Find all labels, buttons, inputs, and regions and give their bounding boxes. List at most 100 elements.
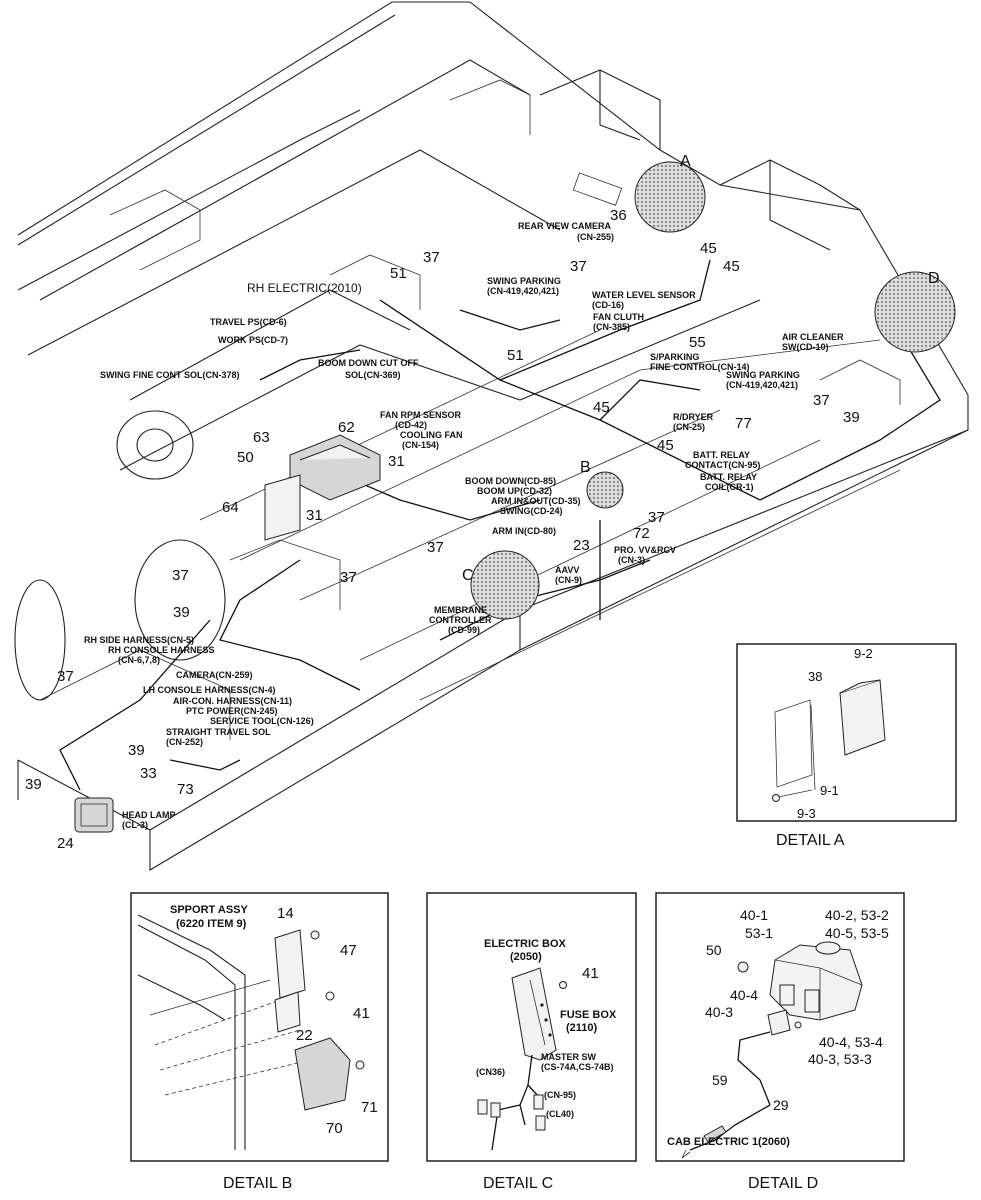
svg-text:AAVV: AAVV [555,565,579,575]
svg-text:FINE CONTROL(CN-14): FINE CONTROL(CN-14) [650,362,750,372]
svg-text:40-2, 53-2: 40-2, 53-2 [825,907,889,923]
svg-text:WATER LEVEL SENSOR: WATER LEVEL SENSOR [592,290,696,300]
callout-d: D [874,270,956,353]
svg-text:B: B [580,459,591,476]
svg-text:SPPORT ASSY: SPPORT ASSY [170,904,248,916]
svg-text:72: 72 [633,525,650,542]
svg-text:55: 55 [689,334,706,351]
svg-text:STRAIGHT TRAVEL SOL: STRAIGHT TRAVEL SOL [166,727,271,737]
svg-text:(6220 ITEM 9): (6220 ITEM 9) [176,918,247,930]
svg-text:(CN36): (CN36) [476,1067,505,1077]
svg-text:BOOM DOWN(CD-85): BOOM DOWN(CD-85) [465,476,556,486]
svg-text:ARM IN&OUT(CD-35): ARM IN&OUT(CD-35) [491,496,581,506]
svg-text:D: D [928,270,940,287]
svg-text:SWING PARKING: SWING PARKING [487,276,561,286]
svg-text:AIR-CON. HARNESS(CN-11): AIR-CON. HARNESS(CN-11) [173,696,292,706]
svg-text:(CL40): (CL40) [546,1109,574,1119]
svg-text:41: 41 [353,1005,370,1022]
svg-text:COOLING FAN: COOLING FAN [400,430,463,440]
svg-text:BOOM UP(CD-32): BOOM UP(CD-32) [477,486,552,496]
svg-text:BATT. RELAY: BATT. RELAY [700,472,757,482]
svg-text:39: 39 [173,604,190,621]
svg-text:DETAIL D: DETAIL D [748,1175,818,1192]
svg-text:39: 39 [25,776,42,793]
svg-text:ARM IN(CD-80): ARM IN(CD-80) [492,526,556,536]
svg-text:39: 39 [128,742,145,759]
svg-text:(CN-95): (CN-95) [544,1090,576,1100]
svg-text:37: 37 [340,569,357,586]
upper-frame [14,1,969,871]
svg-text:37: 37 [570,258,587,275]
svg-text:PTC POWER(CN-245): PTC POWER(CN-245) [186,706,278,716]
svg-text:SWING(CD-24): SWING(CD-24) [500,506,563,516]
svg-text:45: 45 [700,240,717,257]
svg-text:MEMBRANE: MEMBRANE [434,605,487,615]
svg-text:53-1: 53-1 [745,925,773,941]
callout-c: C [462,550,540,620]
svg-text:(CD-99): (CD-99) [448,625,480,635]
svg-text:SWING PARKING: SWING PARKING [726,370,800,380]
svg-text:41: 41 [582,965,599,982]
svg-text:40-4, 53-4: 40-4, 53-4 [819,1034,883,1050]
svg-text:37: 37 [423,249,440,266]
svg-text:45: 45 [657,437,674,454]
svg-text:14: 14 [277,905,294,922]
svg-text:(CN-255): (CN-255) [577,232,614,242]
svg-text:CONTACT(CN-95): CONTACT(CN-95) [685,460,760,470]
svg-text:37: 37 [427,539,444,556]
svg-text:WORK PS(CD-7): WORK PS(CD-7) [218,335,288,345]
svg-text:22: 22 [296,1027,313,1044]
wiring-harness [59,259,941,791]
svg-text:50: 50 [237,449,254,466]
svg-text:37: 37 [172,567,189,584]
svg-text:33: 33 [140,765,157,782]
svg-text:(CN-252): (CN-252) [166,737,203,747]
svg-text:(2050): (2050) [510,951,542,963]
svg-text:DETAIL A: DETAIL A [776,832,845,849]
svg-text:45: 45 [723,258,740,275]
svg-text:DETAIL C: DETAIL C [483,1175,553,1192]
svg-text:70: 70 [326,1120,343,1137]
svg-text:40-5, 53-5: 40-5, 53-5 [825,925,889,941]
svg-text:TRAVEL PS(CD-6): TRAVEL PS(CD-6) [210,317,287,327]
svg-text:BATT. RELAY: BATT. RELAY [693,450,750,460]
svg-text:40-3, 53-3: 40-3, 53-3 [808,1051,872,1067]
svg-text:62: 62 [338,419,355,436]
svg-text:39: 39 [843,409,860,426]
svg-text:45: 45 [593,399,610,416]
svg-text:SW(CD-10): SW(CD-10) [782,342,829,352]
svg-text:AIR CLEANER: AIR CLEANER [782,332,844,342]
svg-text:BOOM DOWN CUT OFF: BOOM DOWN CUT OFF [318,358,419,368]
svg-text:9-2: 9-2 [854,646,873,661]
svg-text:(CL-3): (CL-3) [122,820,148,830]
svg-text:RH SIDE HARNESS(CN-5): RH SIDE HARNESS(CN-5) [84,635,194,645]
svg-text:77: 77 [735,415,752,432]
svg-text:63: 63 [253,429,270,446]
main-part-numbers: 36 37 37 45 45 51 51 55 77 37 39 45 45 6… [25,207,860,852]
callout-b: B [580,459,624,509]
svg-text:51: 51 [507,347,524,364]
svg-text:40-1: 40-1 [740,907,768,923]
svg-text:R/DRYER: R/DRYER [673,412,714,422]
svg-text:MASTER SW: MASTER SW [541,1052,597,1062]
callout-a: A [634,153,706,233]
svg-text:CAB ELECTRIC 1(2060): CAB ELECTRIC 1(2060) [667,1136,790,1148]
svg-text:(CN-3): (CN-3) [618,555,645,565]
svg-text:(CN-419,420,421): (CN-419,420,421) [487,286,559,296]
svg-text:(CN-9): (CN-9) [555,575,582,585]
ecm-module [264,434,381,541]
svg-text:(CN-385): (CN-385) [593,322,630,332]
svg-text:(CN-25): (CN-25) [673,422,705,432]
svg-text:31: 31 [388,453,405,470]
svg-text:S/PARKING: S/PARKING [650,352,699,362]
svg-text:59: 59 [712,1072,728,1088]
svg-text:50: 50 [706,942,722,958]
svg-text:40-4: 40-4 [730,987,758,1003]
svg-text:RH CONSOLE HARNESS: RH CONSOLE HARNESS [108,645,215,655]
svg-text:FAN CLUTH: FAN CLUTH [593,312,644,322]
svg-text:(CS-74A,CS-74B): (CS-74A,CS-74B) [541,1062,614,1072]
svg-text:CONTROLLER: CONTROLLER [429,615,492,625]
svg-text:23: 23 [573,537,590,554]
main-labels: RH ELECTRIC(2010) TRAVEL PS(CD-6) WORK P… [84,221,844,830]
